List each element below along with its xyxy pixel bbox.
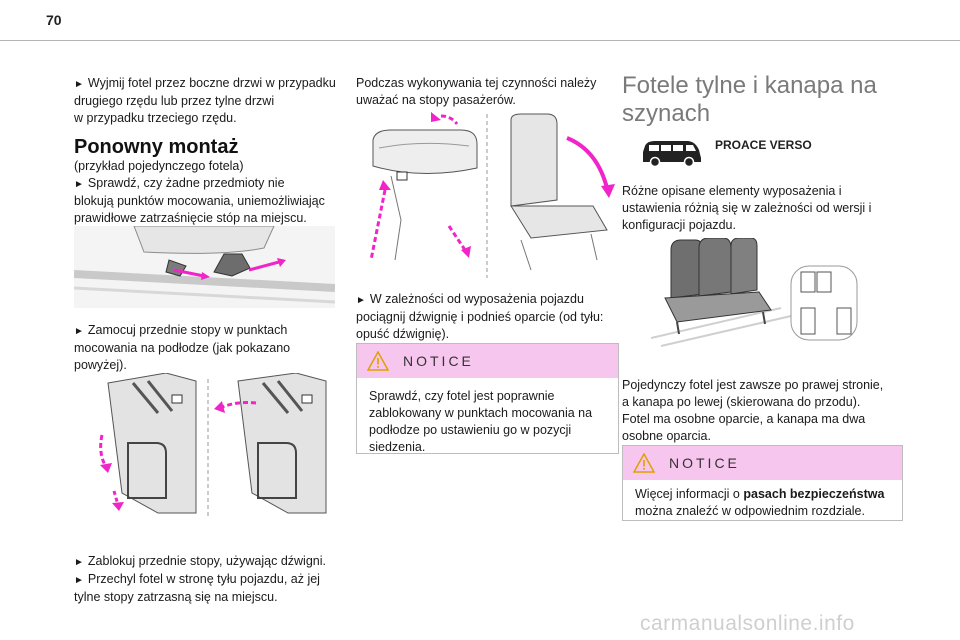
text-line: powyżej). [74, 358, 127, 372]
page-section-title: Fotele tylne i kanapa na szynach [622, 72, 912, 128]
notice-header: NOTICE [357, 344, 618, 378]
seat-belts-reference: pasach bezpieczeństwa [743, 487, 885, 501]
lever-instruction: ►W zależności od wyposażenia pojazdu poc… [356, 291, 626, 343]
text-line: podłodze po ustawieniu go w pozycji [369, 423, 572, 437]
bullet-icon: ► [74, 557, 84, 568]
section-title-reinstall: Ponowny montaż [74, 136, 239, 158]
bullet-icon: ► [74, 179, 84, 190]
warning-icon [367, 351, 389, 371]
seat-anchor-drawing [74, 226, 335, 308]
seat-tilt-drawing [99, 373, 327, 519]
seat-tilt-illustration [88, 373, 336, 519]
notice-title: NOTICE [403, 353, 474, 369]
text-line: uważać na stopy pasażerów. [356, 93, 516, 107]
bullet-icon: ► [356, 295, 366, 306]
text-line: Pojedynczy fotel jest zawsze po prawej s… [622, 378, 884, 392]
remove-seat-instruction: ►Wyjmij fotel przez boczne drzwi w przyp… [74, 75, 344, 127]
page-number: 70 [46, 12, 62, 28]
bullet-icon: ► [74, 575, 84, 586]
bullet-icon: ► [74, 79, 84, 90]
lock-and-tilt-instruction: ►Zablokuj przednie stopy, używając dźwig… [74, 553, 344, 606]
rear-seats-illustration [651, 238, 869, 348]
text-line: drugiego rzędu lub przez tylne drzwi [74, 94, 275, 108]
text-line: prawidłowe zatrzaśnięcie stóp na miejscu… [74, 211, 307, 225]
text-line: blokują punktów mocowania, uniemożliwiaj… [74, 194, 325, 208]
title-line: Fotele tylne i kanapa na [622, 72, 877, 99]
seat-anchor-illustration [74, 226, 335, 308]
text-line: Sprawdź, czy żadne przedmioty nie [87, 176, 285, 190]
header-divider [0, 40, 960, 41]
text-line: można znaleźć w odpowiednim rozdziale. [635, 504, 865, 518]
variants-text: Różne opisane elementy wyposażenia i ust… [622, 183, 912, 234]
rear-seats-drawing [651, 238, 858, 347]
text-line: ustawienia różnią się w zależności od we… [622, 201, 872, 215]
model-label: PROACE VERSO [715, 138, 812, 152]
notice-box-seat-belts: NOTICE Więcej informacji o pasach bezpie… [622, 445, 903, 521]
text-line: Różne opisane elementy wyposażenia i [622, 184, 842, 198]
text-line: Wyjmij fotel przez boczne drzwi w przypa… [87, 76, 336, 90]
notice-body: Sprawdź, czy fotel jest poprawnie zablok… [357, 378, 618, 466]
seat-layout-text: Pojedynczy fotel jest zawsze po prawej s… [622, 377, 912, 445]
attach-feet-instruction: ►Zamocuj przednie stopy w punktach mocow… [74, 322, 344, 374]
text-line: pociągnij dźwignię i podnieś oparcie (od… [356, 310, 604, 324]
text-line: siedzenia. [369, 440, 426, 454]
text-line: zablokowany w punktach mocowania na [369, 406, 593, 420]
text-line: Podczas wykonywania tej czynności należy [356, 76, 597, 90]
text-line: W zależności od wyposażenia pojazdu [369, 292, 584, 306]
notice-box-seat-lock: NOTICE Sprawdź, czy fotel jest poprawnie… [356, 343, 619, 454]
text-line: opuść dźwignię). [356, 327, 450, 341]
bullet-icon: ► [74, 326, 84, 337]
text-line: tylne stopy zatrzasną się na miejscu. [74, 590, 278, 604]
text-line: Więcej informacji o [635, 487, 744, 501]
watermark: carmanualsonline.info [640, 612, 855, 635]
text-line: Sprawdź, czy fotel jest poprawnie [369, 389, 555, 403]
text-line: w przypadku trzeciego rzędu. [74, 111, 237, 125]
notice-title: NOTICE [669, 455, 740, 471]
text-line: Przechyl fotel w stronę tyłu pojazdu, aż… [87, 572, 320, 586]
caution-text: Podczas wykonywania tej czynności należy… [356, 75, 621, 109]
notice-header: NOTICE [623, 446, 902, 480]
text-line: Zablokuj przednie stopy, używając dźwign… [87, 554, 326, 568]
text-line: konfiguracji pojazdu. [622, 218, 736, 232]
notice-body: Więcej informacji o pasach bezpieczeństw… [623, 480, 902, 530]
text-line: (przykład pojedynczego fotela) [74, 159, 244, 173]
warning-icon [633, 453, 655, 473]
text-line: osobne oparcia. [622, 429, 711, 443]
title-line: szynach [622, 100, 711, 127]
text-line: Fotel ma osobne oparcie, a kanapa ma dwa [622, 412, 866, 426]
text-line: a kanapa po lewej (skierowana do przodu)… [622, 395, 861, 409]
reinstall-check: (przykład pojedynczego fotela) ►Sprawdź,… [74, 158, 344, 227]
backrest-lever-illustration [361, 110, 618, 278]
text-line: Zamocuj przednie stopy w punktach [87, 323, 288, 337]
text-line: mocowania na podłodze (jak pokazano [74, 341, 291, 355]
van-icon [643, 141, 701, 168]
backrest-lever-drawing [369, 112, 615, 278]
